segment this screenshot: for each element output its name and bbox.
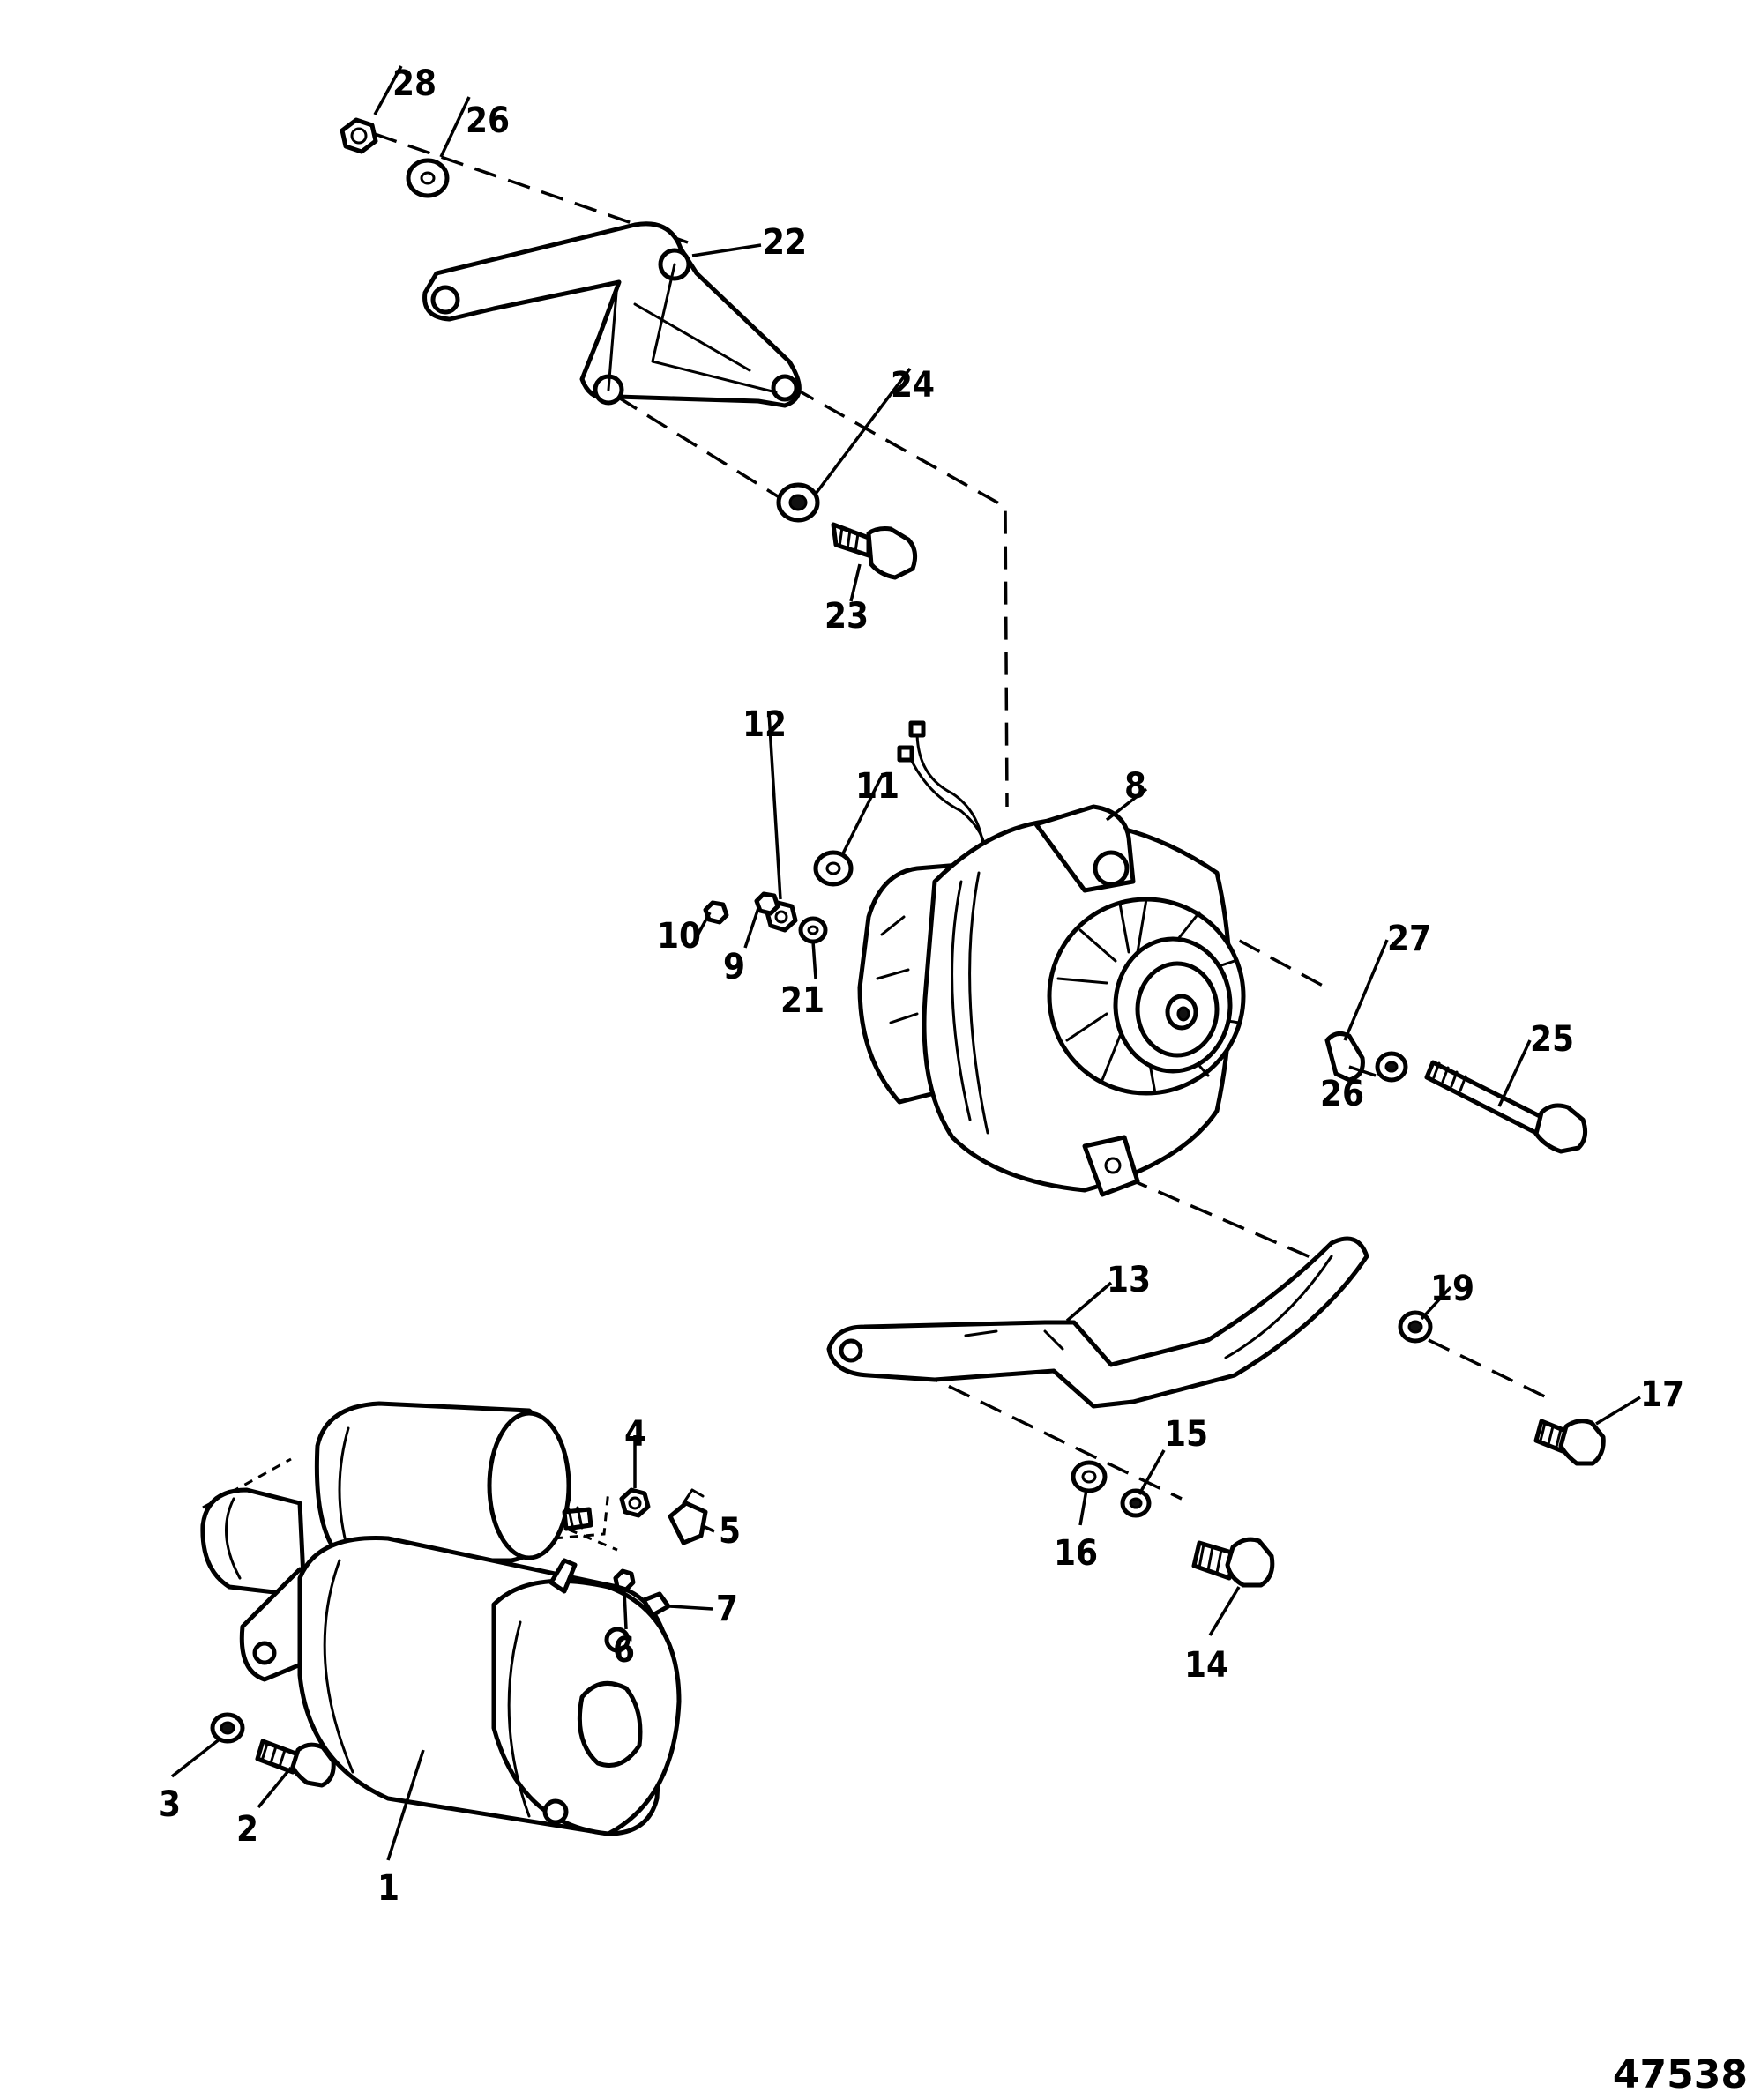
- part-14-bolt: [1191, 1537, 1275, 1588]
- callout-14: 14: [1184, 1645, 1228, 1686]
- part-1-starter-motor: [200, 1401, 682, 1836]
- callout-3: 3: [159, 1784, 181, 1825]
- callout-25: 25: [1530, 1019, 1574, 1060]
- callout-11: 11: [855, 766, 899, 807]
- part-7-nut: [641, 1591, 671, 1618]
- callout-2: 2: [236, 1809, 258, 1850]
- part-17-bolt: [1533, 1419, 1606, 1466]
- callout-4: 4: [624, 1414, 646, 1455]
- callout-26-right: 26: [1320, 1074, 1364, 1114]
- part-5-terminal: [668, 1488, 708, 1545]
- part-24-washer: [776, 482, 820, 523]
- part-15-lockwasher: [1120, 1488, 1152, 1518]
- part-8-alternator: [857, 720, 1246, 1197]
- part-26-washer-top: [406, 158, 450, 198]
- part-13-strap: [826, 1236, 1369, 1409]
- part-22-bracket: [422, 221, 802, 408]
- callout-1: 1: [377, 1868, 399, 1909]
- callout-9: 9: [723, 947, 745, 987]
- part-9-nut: [754, 891, 780, 916]
- callout-6: 6: [613, 1630, 635, 1671]
- callout-5: 5: [719, 1511, 741, 1552]
- part-4-nut: [619, 1487, 651, 1518]
- callout-28: 28: [392, 63, 437, 104]
- callout-26-top: 26: [466, 101, 510, 141]
- callout-8: 8: [1124, 766, 1146, 807]
- callout-13: 13: [1107, 1260, 1151, 1300]
- callout-10: 10: [657, 916, 701, 957]
- callout-17: 17: [1640, 1374, 1684, 1415]
- callout-12: 12: [742, 704, 787, 745]
- part-6-nut: [613, 1568, 636, 1592]
- part-19-lockwasher: [1398, 1310, 1433, 1344]
- part-25-bolt: [1424, 1060, 1588, 1154]
- figure-id: 47538: [1613, 2052, 1748, 2097]
- callout-labels: 28 26 22 24 23 12 11 8 10 9 21 27 26 25 …: [159, 63, 1684, 1909]
- part-28-nut: [340, 117, 378, 154]
- part-21-washer: [798, 916, 828, 944]
- callout-27: 27: [1387, 919, 1431, 959]
- callout-23: 23: [825, 596, 869, 637]
- callout-16: 16: [1054, 1533, 1098, 1574]
- part-11-washer: [813, 850, 854, 887]
- part-3-washer: [210, 1712, 245, 1744]
- callout-7: 7: [716, 1589, 738, 1629]
- leader-lines: [170, 65, 1641, 1861]
- callout-22: 22: [763, 222, 807, 263]
- callout-24: 24: [891, 365, 935, 406]
- part-16-washer: [1071, 1460, 1108, 1493]
- callout-21: 21: [780, 980, 825, 1021]
- part-26-washer-right: [1375, 1051, 1408, 1083]
- part-10-nut: [703, 900, 729, 925]
- part-2-bolt: [255, 1739, 336, 1788]
- callout-19: 19: [1430, 1269, 1474, 1309]
- part-23-bolt: [831, 522, 918, 580]
- callout-15: 15: [1164, 1414, 1208, 1455]
